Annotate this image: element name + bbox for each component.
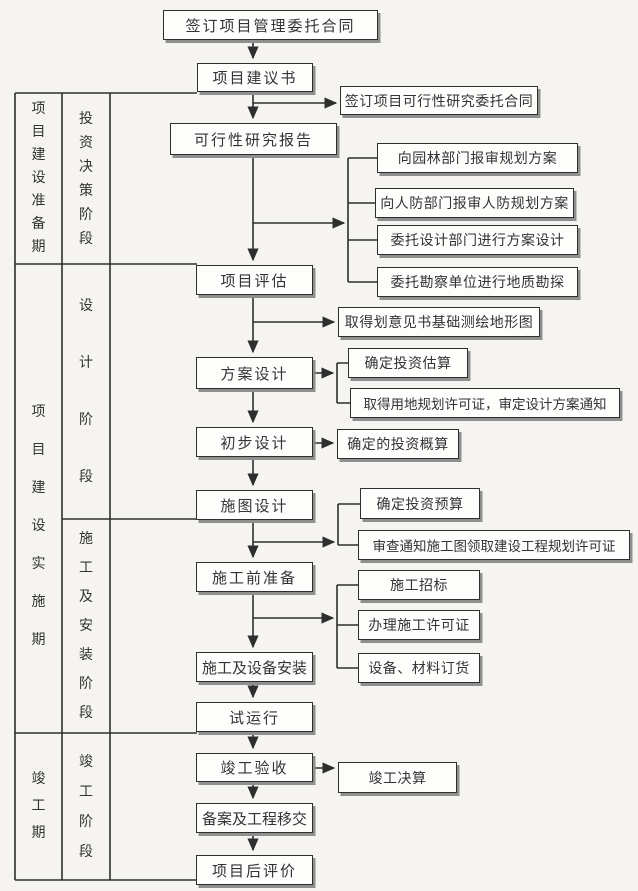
flow-step-construction-equipment-install: 施工及设备安装 xyxy=(196,652,313,682)
branch-entrust-design-dept: 委托设计部门进行方案设计 xyxy=(377,225,578,255)
branch-drawing-review-planning-permit: 审查通知施工图领取建设工程规划许可证 xyxy=(358,530,630,560)
flow-step-sign-management-contract: 签订项目管理委托合同 xyxy=(163,10,378,40)
flow-step-construction-drawing: 施图设计 xyxy=(196,490,313,520)
period-label: 项目建设准备期 xyxy=(31,101,46,255)
stage-label: 施工及安装阶段 xyxy=(79,530,93,721)
period-cell-implementation: 项目建设实施期 xyxy=(15,264,62,733)
period-label: 项目建设实施期 xyxy=(31,404,46,648)
flow-step-project-proposal: 项目建议书 xyxy=(197,63,313,92)
stage-label: 设计阶段 xyxy=(79,297,93,485)
branch-equipment-material-order: 设备、材料订货 xyxy=(358,653,480,683)
branch-land-use-permit-design-notice: 取得用地规划许可证，审定设计方案通知 xyxy=(350,388,620,418)
branch-construction-permit: 办理施工许可证 xyxy=(358,610,480,640)
period-label: 竣工期 xyxy=(31,771,46,841)
branch-obtain-opinion-topographic-map: 取得划意见书基础测绘地形图 xyxy=(338,307,540,337)
flow-step-project-evaluation: 项目评估 xyxy=(196,265,313,295)
branch-civil-defense-plan-review: 向人防部门报审人防规划方案 xyxy=(375,188,574,218)
stage-label: 投资决策阶段 xyxy=(79,110,93,247)
branch-entrust-survey-unit: 委托勘察单位进行地质勘探 xyxy=(377,267,578,297)
branch-construction-bidding: 施工招标 xyxy=(358,570,480,600)
branch-investment-budget-estimate: 确定的投资概算 xyxy=(337,429,459,459)
flow-step-filing-handover: 备案及工程移交 xyxy=(196,803,313,833)
branch-investment-budget: 确定投资预算 xyxy=(360,488,480,519)
flow-step-scheme-design: 方案设计 xyxy=(196,357,313,389)
flow-step-completion-acceptance: 竣工验收 xyxy=(196,753,313,782)
branch-completion-settlement: 竣工决算 xyxy=(338,762,457,793)
period-cell-completion: 竣工期 xyxy=(15,733,62,880)
stage-cell-design: 设计阶段 xyxy=(62,264,110,519)
flow-step-pre-construction: 施工前准备 xyxy=(196,562,313,592)
stage-cell-investment-decision: 投资决策阶段 xyxy=(62,93,110,264)
period-cell-preparation: 项目建设准备期 xyxy=(15,93,62,264)
branch-investment-estimate: 确定投资估算 xyxy=(348,348,468,378)
branch-garden-dept-plan-review: 向园林部门报审规划方案 xyxy=(377,143,578,173)
flow-step-feasibility-report: 可行性研究报告 xyxy=(170,123,337,155)
stage-cell-construction-install: 施工及安装阶段 xyxy=(62,519,110,733)
flow-step-post-evaluation: 项目后评价 xyxy=(196,855,313,885)
flow-step-trial-run: 试运行 xyxy=(196,702,313,732)
flow-step-preliminary-design: 初步设计 xyxy=(196,427,313,457)
stage-label: 竣工阶段 xyxy=(79,753,93,860)
stage-cell-completion: 竣工阶段 xyxy=(62,733,110,880)
branch-sign-feasibility-contract: 签订项目可行性研究委托合同 xyxy=(340,86,538,115)
